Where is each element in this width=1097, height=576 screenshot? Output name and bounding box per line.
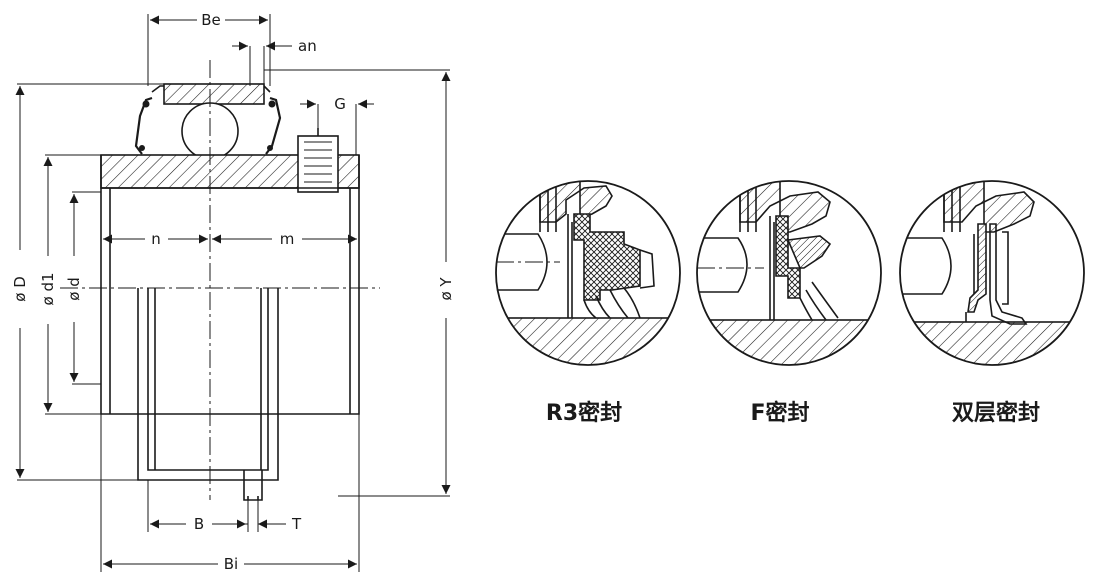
label-n: n [151, 230, 161, 248]
label-odd: ø d [65, 277, 83, 300]
label-g: G [334, 95, 346, 113]
label-oy: ø Y [437, 277, 455, 301]
label-an: an [298, 37, 317, 55]
label-be: Be [201, 11, 221, 29]
set-screw [297, 135, 339, 193]
outer-ring [163, 83, 265, 105]
seal-detail-r3: R3密封 [495, 180, 681, 426]
seal-detail-double: 双层密封 [899, 180, 1085, 426]
label-od1: ø d1 [39, 272, 57, 305]
left-seal [134, 96, 153, 155]
label-b: B [194, 515, 204, 533]
label-m: m [280, 230, 295, 248]
label-t: T [291, 515, 302, 533]
label-bi: Bi [224, 555, 238, 573]
inner-ring-body [100, 155, 360, 415]
caption-f: F密封 [750, 400, 809, 426]
caption-double: 双层密封 [952, 400, 1040, 426]
seal-detail-f: F密封 [696, 180, 882, 426]
label-od: ø D [11, 276, 29, 302]
caption-r3: R3密封 [546, 400, 622, 426]
bearing-section-view: Be an G ø D ø d1 ø d ø Y n m B [11, 11, 455, 573]
